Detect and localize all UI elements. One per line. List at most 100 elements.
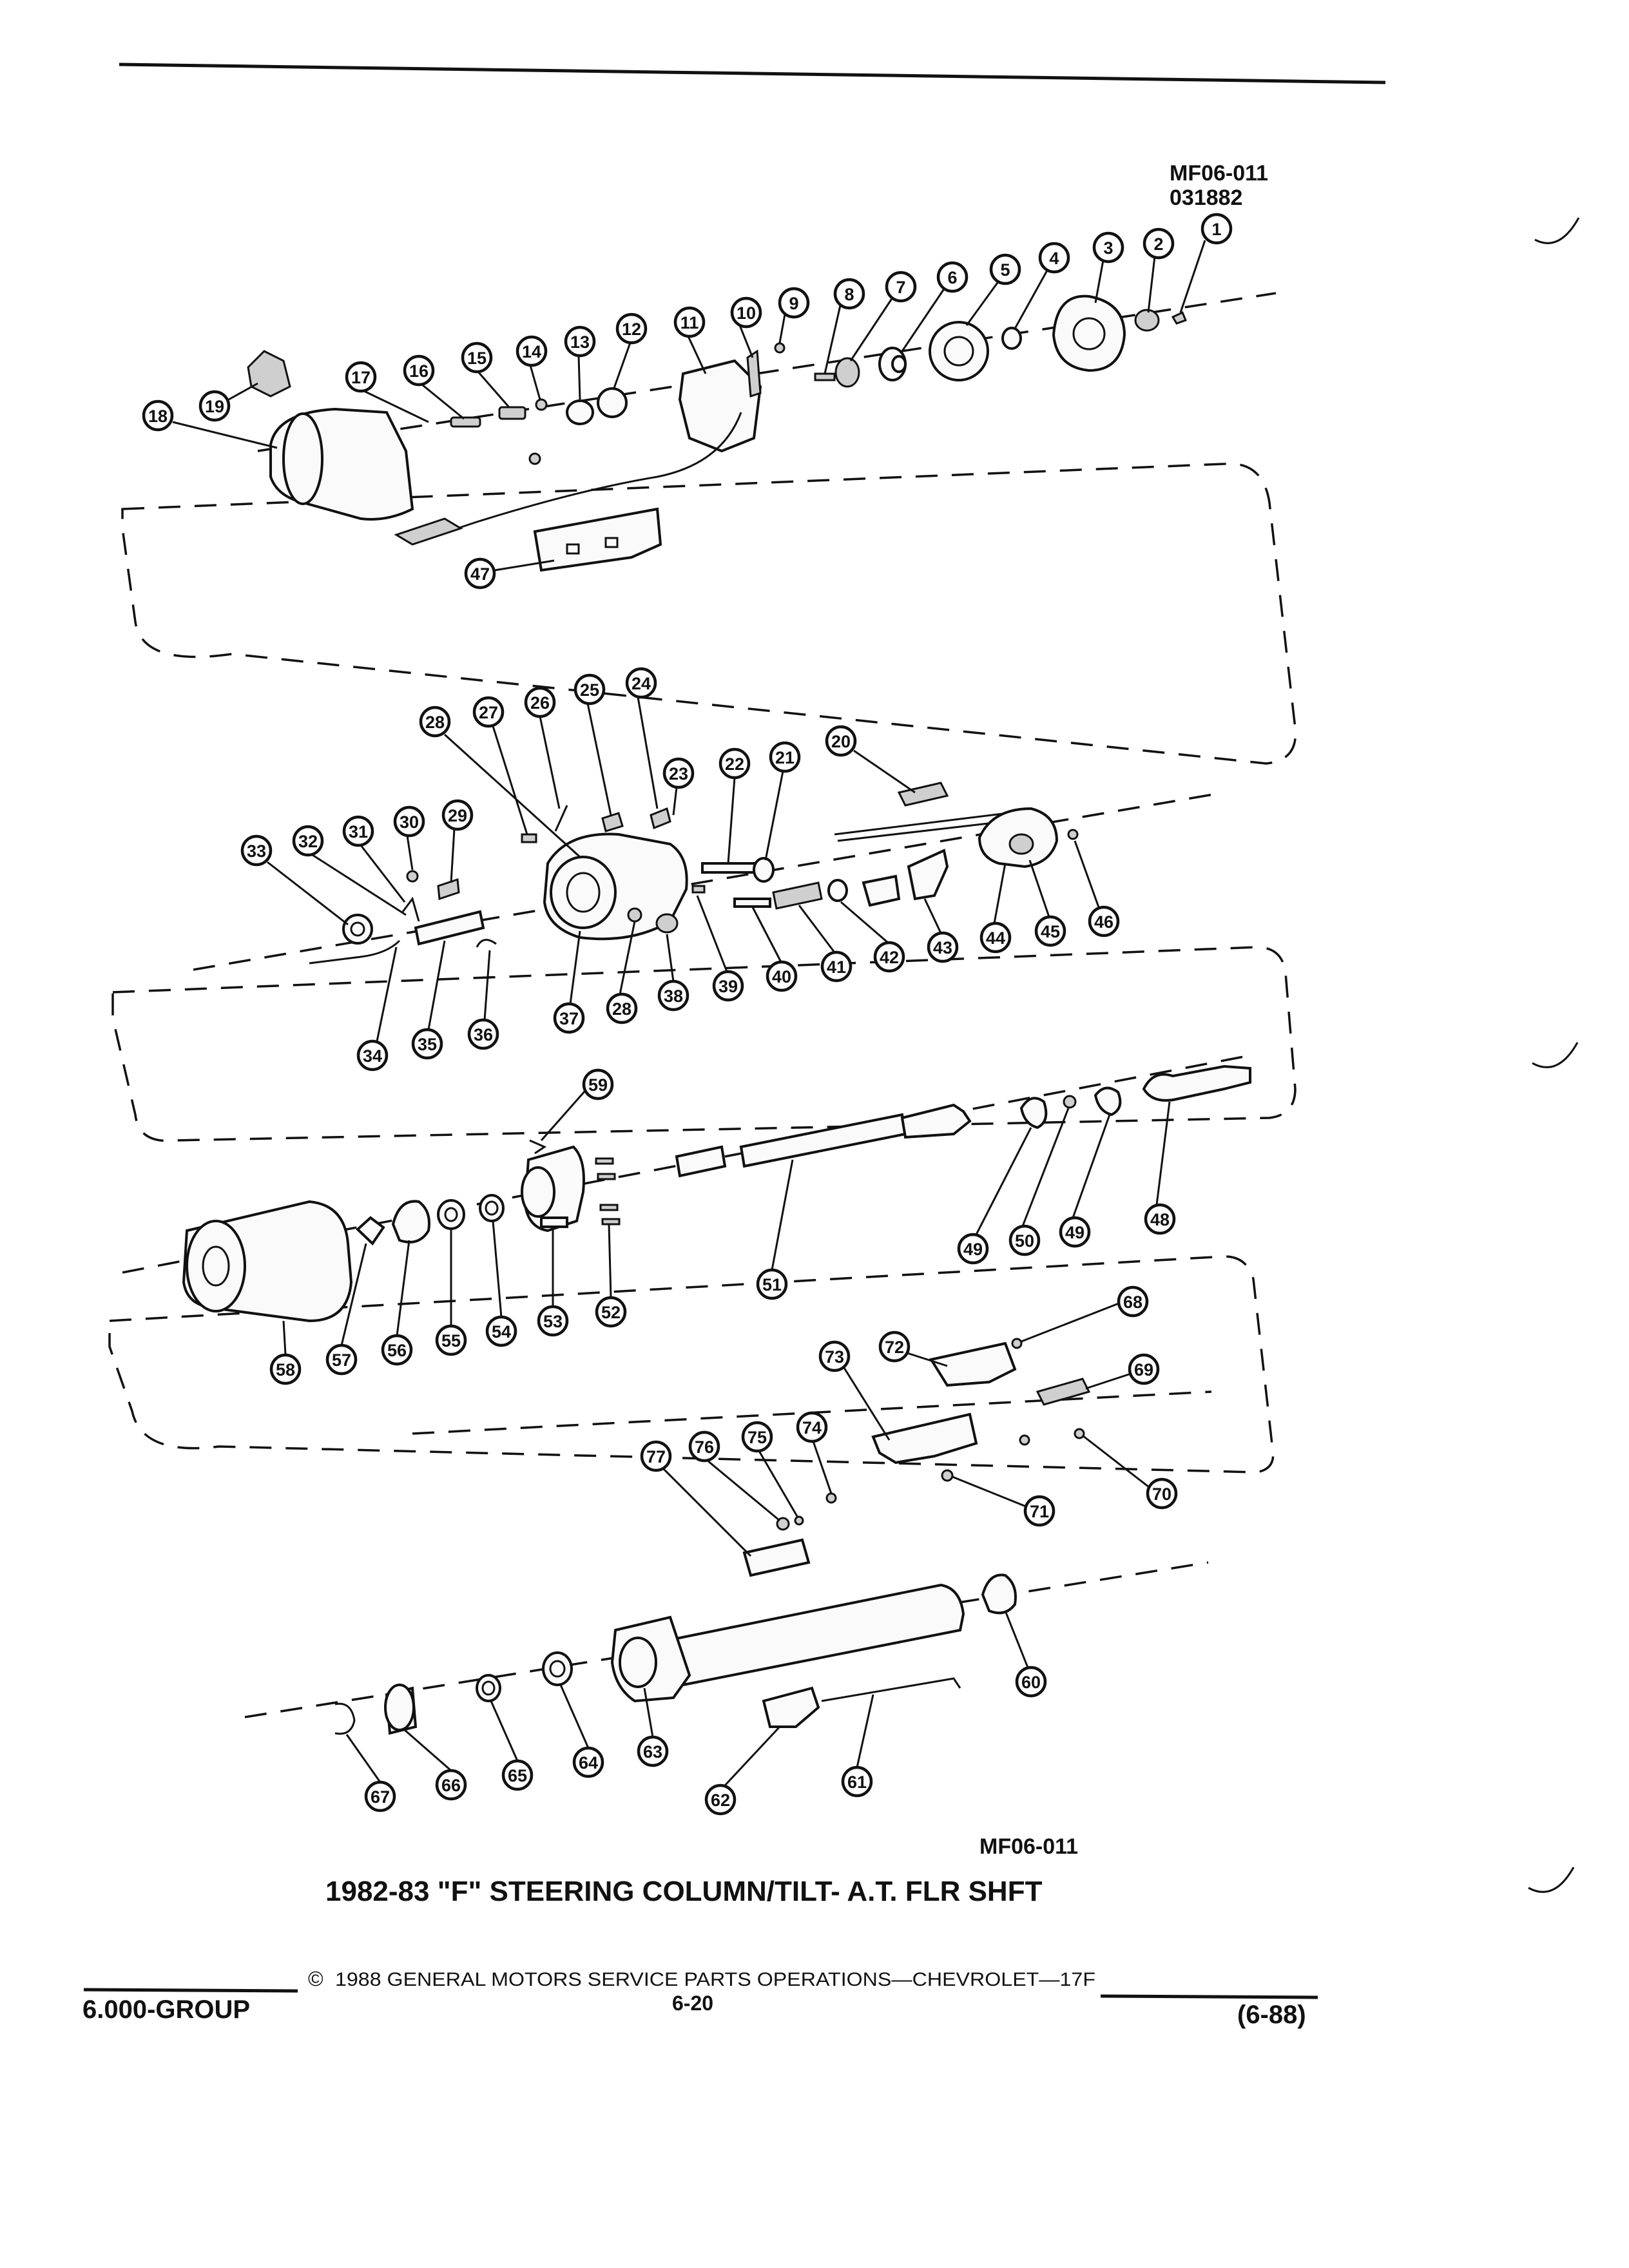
callout-circle (472, 696, 505, 728)
switch-assembly-11 (678, 359, 762, 453)
callout-number: 57 (332, 1350, 351, 1370)
callout-number: 61 (847, 1773, 867, 1792)
callout-number: 7 (896, 278, 905, 297)
callout-number: 70 (1152, 1485, 1171, 1504)
callout-number: 46 (1094, 912, 1113, 932)
callout-c67: 67 (364, 1780, 396, 1812)
callout-c47: 47 (464, 557, 496, 590)
callout-number: 37 (559, 1009, 579, 1028)
binding-mark-bottom (1528, 1867, 1575, 1893)
callout-circle (704, 1783, 737, 1816)
bracket-73 (871, 1412, 978, 1465)
callout-number: 31 (349, 822, 368, 841)
callout-number: 26 (530, 693, 550, 713)
callout-circle (730, 296, 762, 329)
callout-number: 29 (448, 806, 467, 825)
callout-number: 13 (570, 332, 590, 352)
callout-circle (818, 1340, 851, 1372)
callout-circle (1008, 1224, 1041, 1256)
callout-number: 5 (1000, 260, 1010, 280)
callout-circle (240, 834, 273, 867)
callout-circle (688, 1430, 720, 1463)
callout-number: 60 (1021, 1673, 1041, 1692)
callout-c31: 31 (342, 815, 374, 847)
callout-number: 75 (747, 1428, 767, 1447)
callout-circle (142, 399, 174, 432)
callout-number: 62 (711, 1791, 730, 1810)
callout-number: 66 (441, 1776, 461, 1795)
callout-circle (1059, 1216, 1091, 1248)
group-box-2 (111, 946, 1296, 1142)
callout-circle (582, 1068, 614, 1100)
callout-number: 9 (789, 294, 798, 313)
callout-circle (411, 1028, 443, 1060)
callout-number: 63 (643, 1742, 662, 1762)
callout-c60: 60 (1015, 1666, 1047, 1698)
callout-circle (1128, 1353, 1160, 1385)
callout-number: 11 (680, 313, 699, 332)
callout-circle (769, 741, 801, 773)
callout-number: 10 (737, 303, 756, 323)
section-4-lever-parts (412, 1338, 1212, 1577)
callout-c41: 41 (820, 950, 853, 983)
lever-72 (929, 1341, 1017, 1387)
callout-c55: 55 (435, 1324, 467, 1356)
callout-number: 74 (802, 1418, 822, 1437)
callout-c28: 28 (419, 706, 451, 738)
callout-number: 67 (371, 1787, 390, 1807)
callout-circle (1142, 227, 1175, 260)
callout-circle (516, 335, 548, 367)
callout-c52: 52 (595, 1296, 627, 1328)
callout-circle (989, 253, 1021, 285)
callout-c68: 68 (1117, 1285, 1149, 1318)
callout-circle (537, 1305, 569, 1337)
callout-circle (833, 278, 865, 310)
callout-c36: 36 (467, 1018, 499, 1050)
callout-c13: 13 (564, 325, 596, 358)
callout-circle (345, 361, 377, 393)
cancel-cam-5 (929, 321, 989, 381)
callout-number: 69 (1134, 1360, 1153, 1379)
callout-number: 21 (775, 748, 795, 767)
callout-c10: 10 (730, 296, 762, 329)
callout-c7: 7 (885, 271, 917, 303)
callout-c63: 63 (637, 1735, 669, 1767)
callout-c32: 32 (292, 825, 324, 857)
callout-number: 16 (409, 361, 429, 381)
callout-c64: 64 (572, 1746, 604, 1778)
group-box-3 (108, 1255, 1275, 1474)
callout-c5: 5 (989, 253, 1021, 285)
callout-circle (501, 1759, 534, 1791)
callout-number: 65 (508, 1766, 527, 1785)
leader-lines (172, 240, 1206, 1787)
callout-number: 68 (1123, 1293, 1142, 1312)
top-rule (119, 62, 1386, 84)
callout-circle (435, 1324, 467, 1356)
callout-circle (640, 1440, 672, 1472)
callout-circle (873, 941, 905, 973)
lock-plate-3 (1052, 294, 1126, 372)
callout-number: 18 (148, 407, 168, 426)
callout-number: 14 (522, 342, 541, 361)
callout-number: 35 (418, 1035, 437, 1054)
callout-circle (325, 1343, 358, 1376)
callout-circle (381, 1334, 413, 1366)
callout-circle (637, 1735, 669, 1767)
callout-circle (269, 1353, 302, 1385)
callout-number: 76 (695, 1437, 714, 1457)
callout-number: 1 (1211, 220, 1221, 239)
callout-circle (464, 557, 496, 590)
callout-number: 28 (425, 713, 445, 732)
callout-circle (662, 757, 695, 789)
callout-number: 42 (880, 948, 899, 967)
callout-circle (625, 667, 657, 699)
binding-mark-top (1534, 217, 1580, 244)
callout-c50: 50 (1008, 1224, 1041, 1256)
callout-circle (574, 673, 606, 706)
callout-c34: 34 (356, 1039, 389, 1072)
callout-c4: 4 (1038, 242, 1070, 274)
callout-c58: 58 (269, 1353, 302, 1385)
callout-c11: 11 (673, 306, 706, 338)
callout-c72: 72 (878, 1331, 911, 1363)
callout-circle (825, 725, 857, 757)
